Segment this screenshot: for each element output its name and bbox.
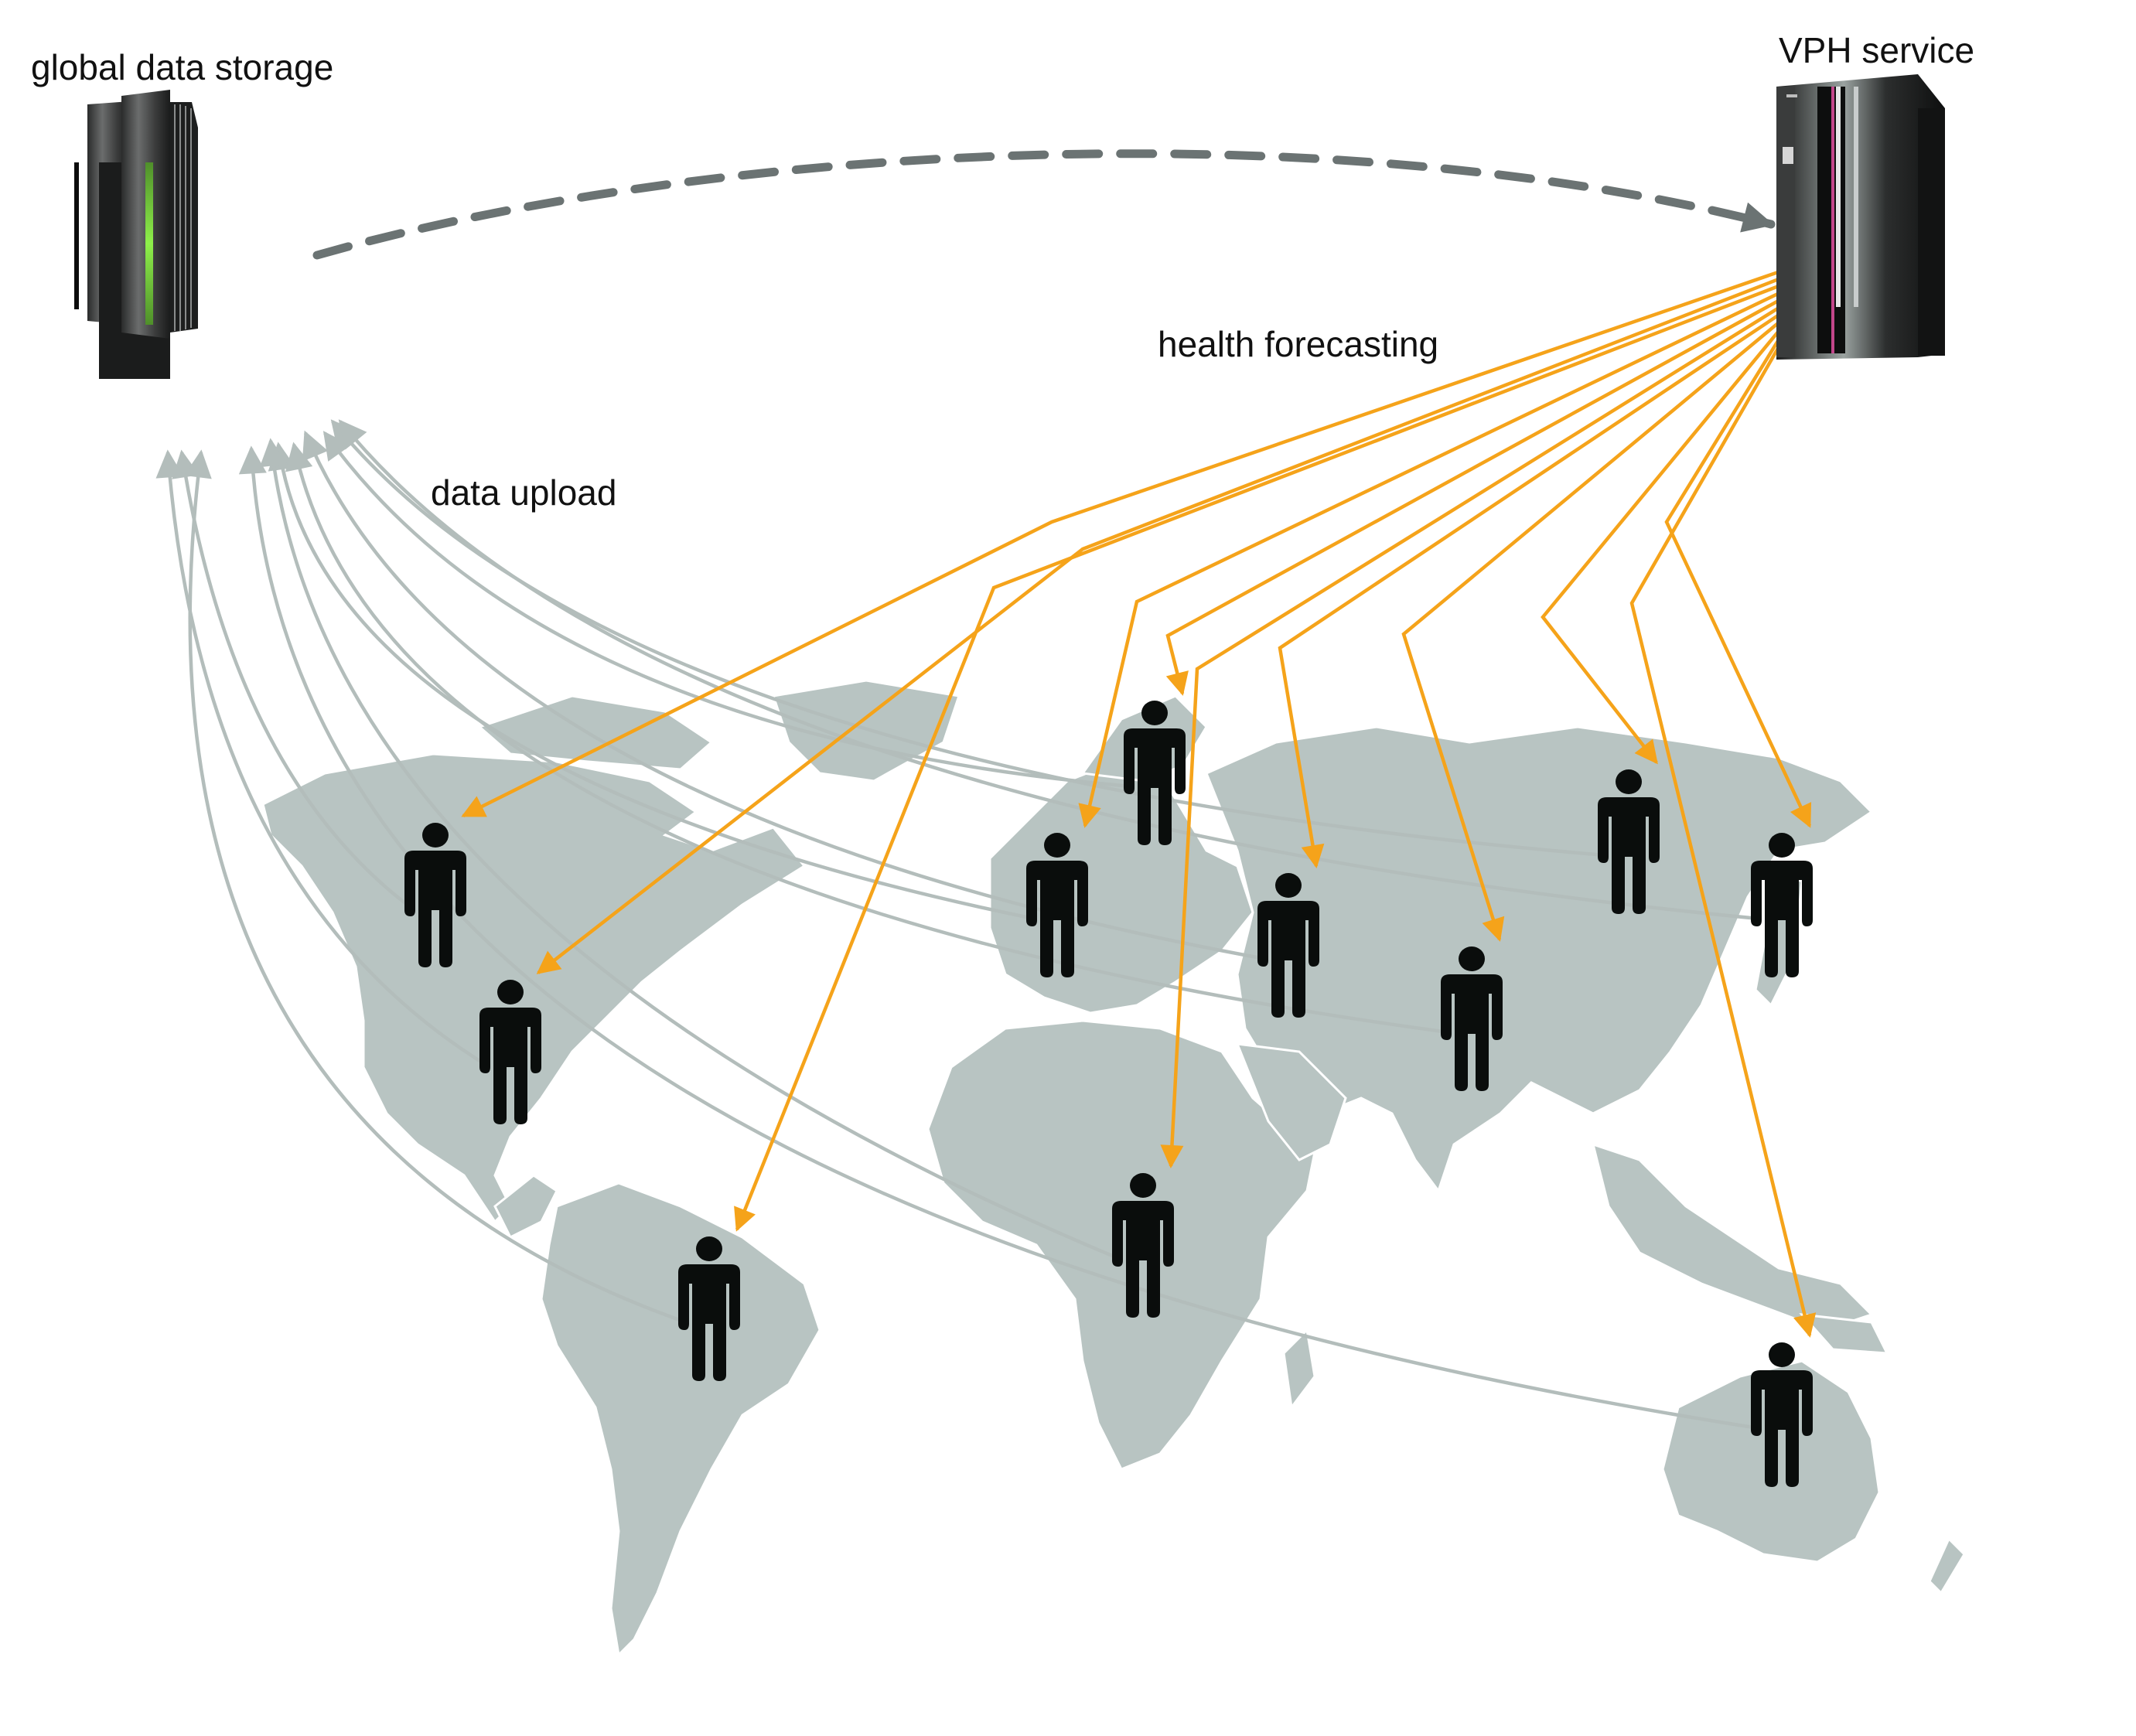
- vph-led-strip: [1831, 87, 1834, 353]
- upload-arrow-middle-east: [302, 430, 1266, 961]
- person-body: [404, 851, 466, 967]
- person-north-america-south[interactable]: [479, 980, 541, 1124]
- sync-arrow: [312, 149, 1776, 260]
- person-head: [1130, 1173, 1156, 1198]
- person-head: [1769, 1342, 1795, 1367]
- server-rack-icon[interactable]: [74, 90, 198, 379]
- person-head: [1275, 873, 1302, 898]
- mainframe-icon[interactable]: [1776, 74, 1945, 360]
- storage-led-strip: [145, 162, 153, 325]
- forecast-arrow-north-america-south: [536, 275, 1783, 974]
- upload-arrow-south-america: [184, 449, 687, 1325]
- landmass-central-america: [493, 1174, 558, 1240]
- person-head: [1769, 833, 1795, 858]
- landmass-southeast-asia: [1591, 1142, 1874, 1332]
- person-body: [678, 1264, 740, 1381]
- person-western-europe[interactable]: [1026, 833, 1088, 977]
- upload-arrow-australia: [238, 445, 1759, 1431]
- person-body: [1751, 861, 1813, 977]
- person-head: [1616, 769, 1642, 794]
- forecast-arrow-western-europe: [1078, 289, 1783, 828]
- person-body: [1124, 728, 1186, 845]
- storage-label: global data storage: [31, 47, 334, 87]
- person-head: [1044, 833, 1070, 858]
- forecast-arrow-central-africa: [1160, 304, 1784, 1168]
- person-australia[interactable]: [1751, 1342, 1813, 1487]
- upload-arrow-japan: [338, 419, 1759, 921]
- landmass-north-america: [261, 752, 807, 1224]
- person-head: [422, 823, 449, 848]
- person-body: [1257, 901, 1319, 1018]
- person-head: [497, 980, 524, 1004]
- person-body: [479, 1008, 541, 1124]
- person-head: [1141, 701, 1168, 725]
- upload-arrow-north-america-west: [172, 449, 414, 910]
- forecast-arrow-australia: [1629, 339, 1817, 1338]
- health-forecasting-label: health forecasting: [1158, 324, 1439, 364]
- landmass-canada-arctic: [477, 694, 714, 771]
- person-body: [1598, 797, 1660, 914]
- person-middle-east[interactable]: [1257, 873, 1319, 1018]
- upload-arrow-central-africa: [259, 438, 1121, 1261]
- person-head: [696, 1236, 722, 1261]
- forecast-arrow-middle-east: [1278, 311, 1784, 868]
- vph-service-label: VPH service: [1779, 30, 1975, 70]
- upload-arrow-scandinavia: [322, 431, 1132, 789]
- forecast-arrow-south-america: [734, 282, 1783, 1232]
- landmass-arabia: [1235, 1042, 1347, 1161]
- upload-arrow-north-america-south: [155, 449, 489, 1067]
- person-central-africa[interactable]: [1112, 1173, 1174, 1318]
- person-japan[interactable]: [1751, 833, 1813, 977]
- landmass-new-guinea: [1799, 1313, 1889, 1355]
- forecast-arrow-siberia: [1541, 325, 1784, 765]
- upload-arrow-india: [285, 442, 1449, 1035]
- landmass-madagascar: [1282, 1327, 1316, 1410]
- forecast-arrow-japan: [1664, 332, 1812, 828]
- data-upload-label: data upload: [431, 472, 617, 513]
- landmass-south-america: [540, 1182, 821, 1658]
- person-head: [1459, 946, 1485, 971]
- person-body: [1026, 861, 1088, 977]
- landmass-new-zealand: [1928, 1536, 1966, 1595]
- upload-arrow-siberia: [330, 419, 1606, 858]
- person-body: [1441, 974, 1503, 1091]
- person-body: [1751, 1370, 1813, 1487]
- person-india[interactable]: [1441, 946, 1503, 1091]
- person-north-america-west[interactable]: [404, 823, 466, 967]
- forecast-arrow-scandinavia: [1165, 297, 1784, 696]
- forecast-arrow-india: [1401, 318, 1784, 942]
- person-body: [1112, 1201, 1174, 1318]
- forecast-arrow-north-america-west: [461, 268, 1783, 818]
- world-map: [261, 679, 1966, 1658]
- person-south-america[interactable]: [678, 1236, 740, 1381]
- person-siberia[interactable]: [1598, 769, 1660, 914]
- person-scandinavia[interactable]: [1124, 701, 1186, 845]
